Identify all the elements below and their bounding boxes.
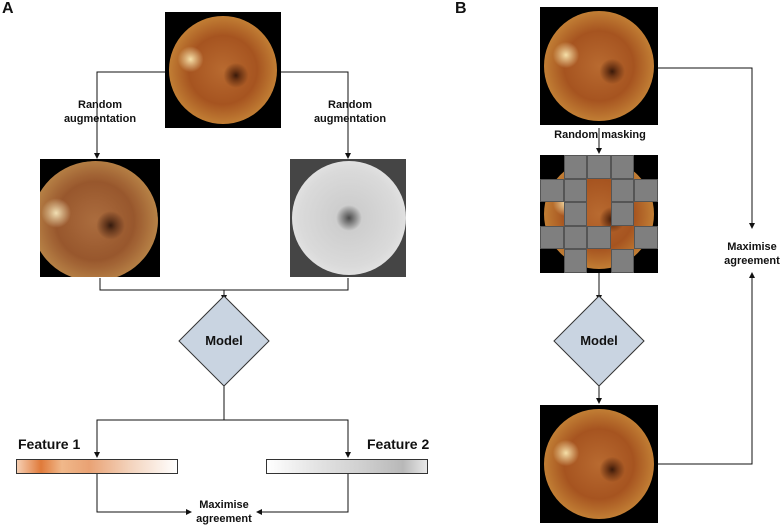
mask-cell: [563, 225, 588, 250]
mask-cell: [634, 178, 658, 203]
mask-cell: [610, 202, 635, 226]
aug-left-label: Random augmentation: [63, 99, 137, 125]
augmented-gray-image: [290, 159, 406, 277]
panel-a-label: A: [2, 0, 14, 17]
mask-cell: [563, 202, 588, 226]
arrow-to-feature1: [94, 383, 225, 458]
model-diamond-b: Model: [552, 294, 646, 388]
aug-right-label: Random augmentation: [313, 99, 387, 125]
feature1-label: Feature 1: [18, 436, 81, 452]
maximise-label-b: Maximise agreement: [712, 240, 782, 268]
mask-cell: [563, 249, 588, 273]
feature2-bar: [266, 459, 428, 474]
mask-cell: [634, 225, 658, 250]
mask-cell: [587, 225, 611, 250]
mask-cell: [563, 178, 588, 203]
panel-b-label: B: [455, 0, 467, 17]
model-label-b: Model: [580, 333, 618, 348]
masking-label: Random masking: [554, 129, 646, 141]
mask-grid: [540, 155, 658, 273]
original-fundus-image-b: [540, 7, 658, 125]
original-fundus-image-a: [165, 12, 281, 128]
arrow-to-aug-left: [94, 71, 165, 159]
arrow-f2-maximise: [256, 474, 349, 515]
feature1-bar: [16, 459, 178, 474]
arrow-top-maximise: [658, 67, 755, 229]
merge-line: [99, 278, 349, 291]
augmented-color-image: [40, 159, 160, 277]
maximise-label-a: Maximise agreement: [196, 499, 252, 525]
mask-cell: [540, 225, 564, 250]
arrow-to-feature2: [224, 419, 351, 458]
mask-cell: [610, 249, 635, 273]
feature2-label: Feature 2: [367, 436, 430, 452]
mask-cell: [587, 155, 611, 179]
output-fundus-image-b: [540, 405, 658, 523]
model-label-a: Model: [205, 333, 243, 348]
arrow-to-aug-right: [280, 71, 351, 159]
arrow-bottom-maximise: [658, 272, 755, 465]
arrow-f1-maximise: [96, 474, 192, 515]
mask-cell: [610, 155, 635, 179]
mask-cell: [540, 178, 564, 203]
masked-fundus-image: [540, 155, 658, 273]
model-diamond-a: Model: [177, 294, 271, 388]
mask-cell: [610, 178, 635, 203]
mask-cell: [563, 155, 588, 179]
